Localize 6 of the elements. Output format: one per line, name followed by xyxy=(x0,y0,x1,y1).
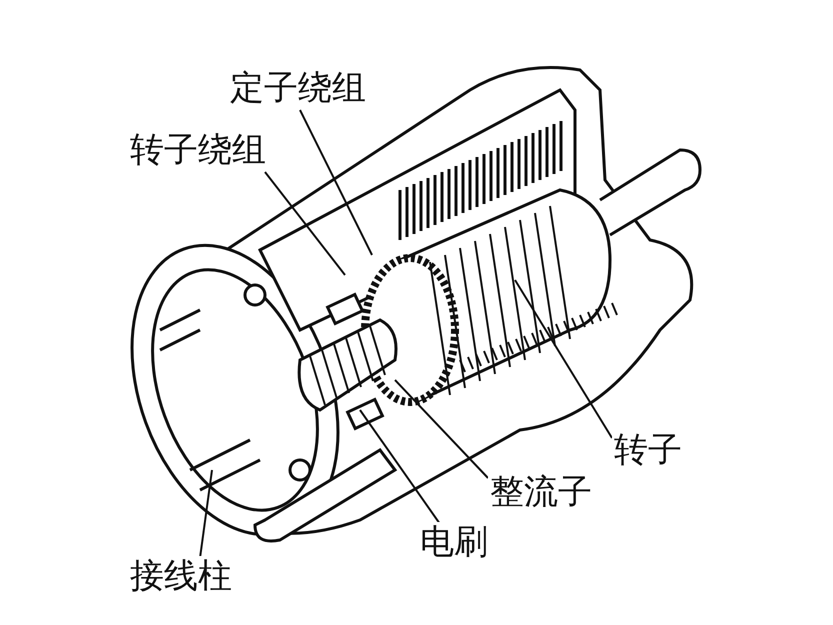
leader-line xyxy=(299,110,373,256)
leader-line xyxy=(199,470,213,558)
leader-line xyxy=(359,409,441,525)
leader-line xyxy=(264,171,346,276)
leader-line xyxy=(394,379,489,479)
leader-line xyxy=(514,279,613,439)
